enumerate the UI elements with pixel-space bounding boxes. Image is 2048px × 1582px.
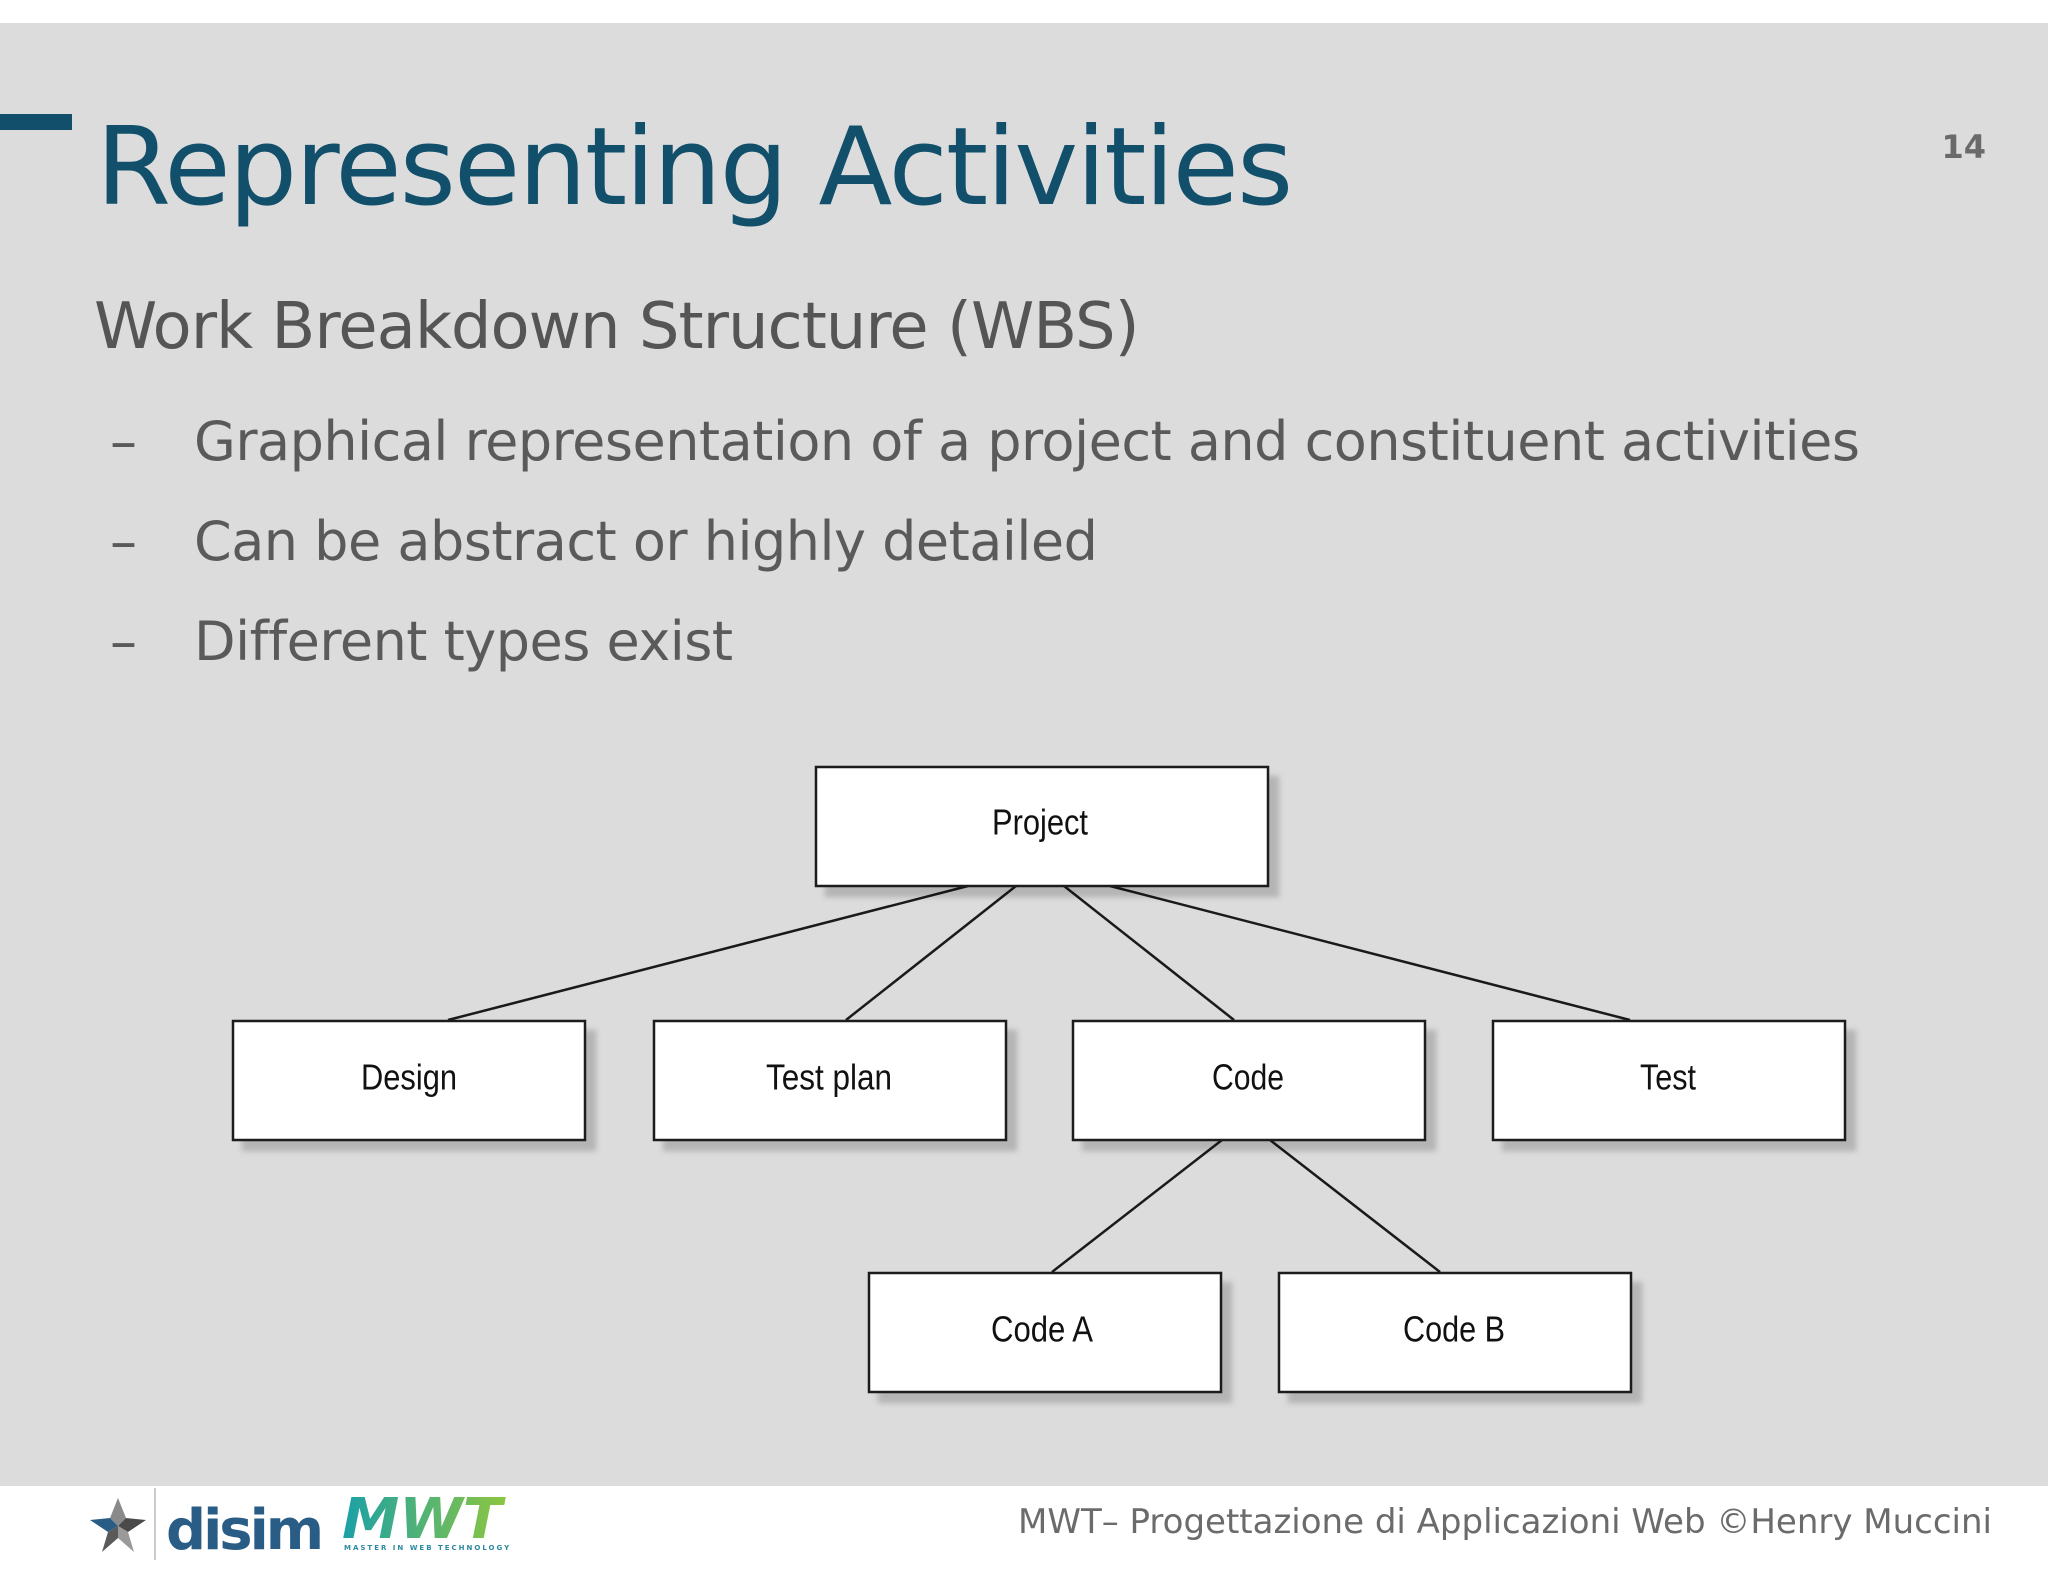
node-label: Code A	[991, 1309, 1093, 1350]
node-label: Project	[992, 802, 1088, 843]
bullet-dash: –	[110, 410, 137, 473]
connector-code-codeb	[1269, 1139, 1441, 1273]
slide-title: Representing Activities	[96, 105, 1293, 230]
bullet-text: Can be abstract or highly detailed	[194, 510, 1098, 573]
wbs-node-code: Code	[1071, 1019, 1427, 1142]
connector-project-code	[1063, 885, 1235, 1021]
bullet-text: Different types exist	[194, 610, 733, 673]
wbs-node-code-a: Code A	[867, 1271, 1223, 1394]
wbs-node-test: Test	[1491, 1019, 1847, 1142]
slide-footer	[0, 1486, 2048, 1582]
mwt-logo-text: MWT	[342, 1490, 506, 1552]
footer-credit: MWT– Progettazione di Applicazioni Web ©…	[1018, 1502, 1992, 1542]
wbs-connectors	[447, 884, 1631, 1273]
connector-project-test	[1109, 884, 1631, 1022]
connector-code-codea	[1051, 1139, 1223, 1273]
node-label: Code B	[1403, 1309, 1505, 1350]
bullet-text: Graphical representation of a project an…	[194, 410, 1860, 473]
wbs-node-code-b: Code B	[1277, 1271, 1633, 1394]
mwt-logo: MWT	[342, 1490, 506, 1552]
connector-project-design	[447, 884, 969, 1022]
node-label: Design	[361, 1057, 457, 1098]
connector-project-testplan	[845, 885, 1017, 1021]
wbs-node-test-plan: Test plan	[652, 1019, 1008, 1142]
wbs-node-design: Design	[231, 1019, 587, 1142]
slide-subtitle: Work Breakdown Structure (WBS)	[94, 290, 1140, 364]
slide-canvas	[0, 23, 2048, 1486]
node-label: Code	[1212, 1057, 1284, 1098]
mwt-logo-subtext: MASTER IN WEB TECHNOLOGY	[344, 1544, 512, 1552]
logo-divider	[154, 1488, 156, 1560]
bullet-dash: –	[110, 610, 137, 673]
disim-logo-text: disim	[166, 1498, 324, 1563]
title-accent-bar	[0, 114, 72, 130]
wbs-node-project: Project	[814, 765, 1270, 888]
node-label: Test plan	[766, 1057, 892, 1098]
page-number: 14	[1941, 128, 1986, 166]
bullet-dash: –	[110, 510, 137, 573]
disim-logo-icon	[90, 1498, 146, 1552]
node-label: Test	[1640, 1057, 1696, 1098]
